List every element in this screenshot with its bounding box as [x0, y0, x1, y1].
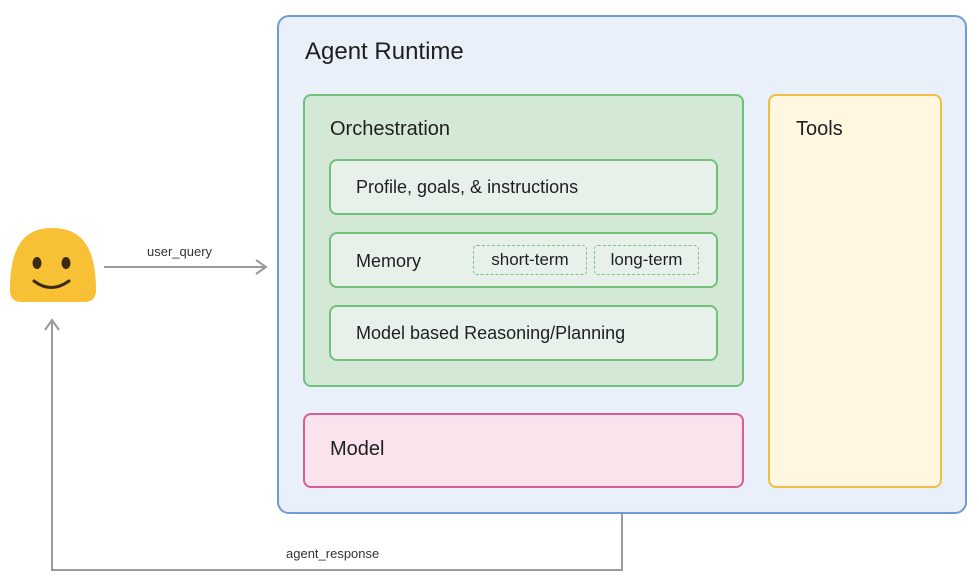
tools-label: Tools: [796, 118, 843, 140]
reasoning-box: [329, 305, 718, 361]
user-query-label: user_query: [147, 244, 213, 259]
model-label: Model: [330, 438, 385, 460]
memory-label: Memory: [356, 251, 422, 271]
user-query-arrow: [104, 259, 268, 275]
agent-response-label: agent_response: [286, 546, 380, 561]
short-term-memory-tag: short-term: [473, 245, 587, 275]
reasoning-label: Model based Reasoning/Planning: [356, 323, 626, 343]
long-term-memory-tag: long-term: [594, 245, 699, 275]
agent-runtime-title: Agent Runtime: [305, 38, 464, 65]
profile-label: Profile, goals, & instructions: [356, 177, 579, 197]
agent-response-arrow: [44, 318, 623, 571]
memory-box: [329, 232, 718, 288]
tools-box: [768, 94, 942, 488]
model-box: [303, 413, 744, 488]
profile-box: [329, 159, 718, 215]
orchestration-title: Orchestration: [330, 118, 451, 140]
